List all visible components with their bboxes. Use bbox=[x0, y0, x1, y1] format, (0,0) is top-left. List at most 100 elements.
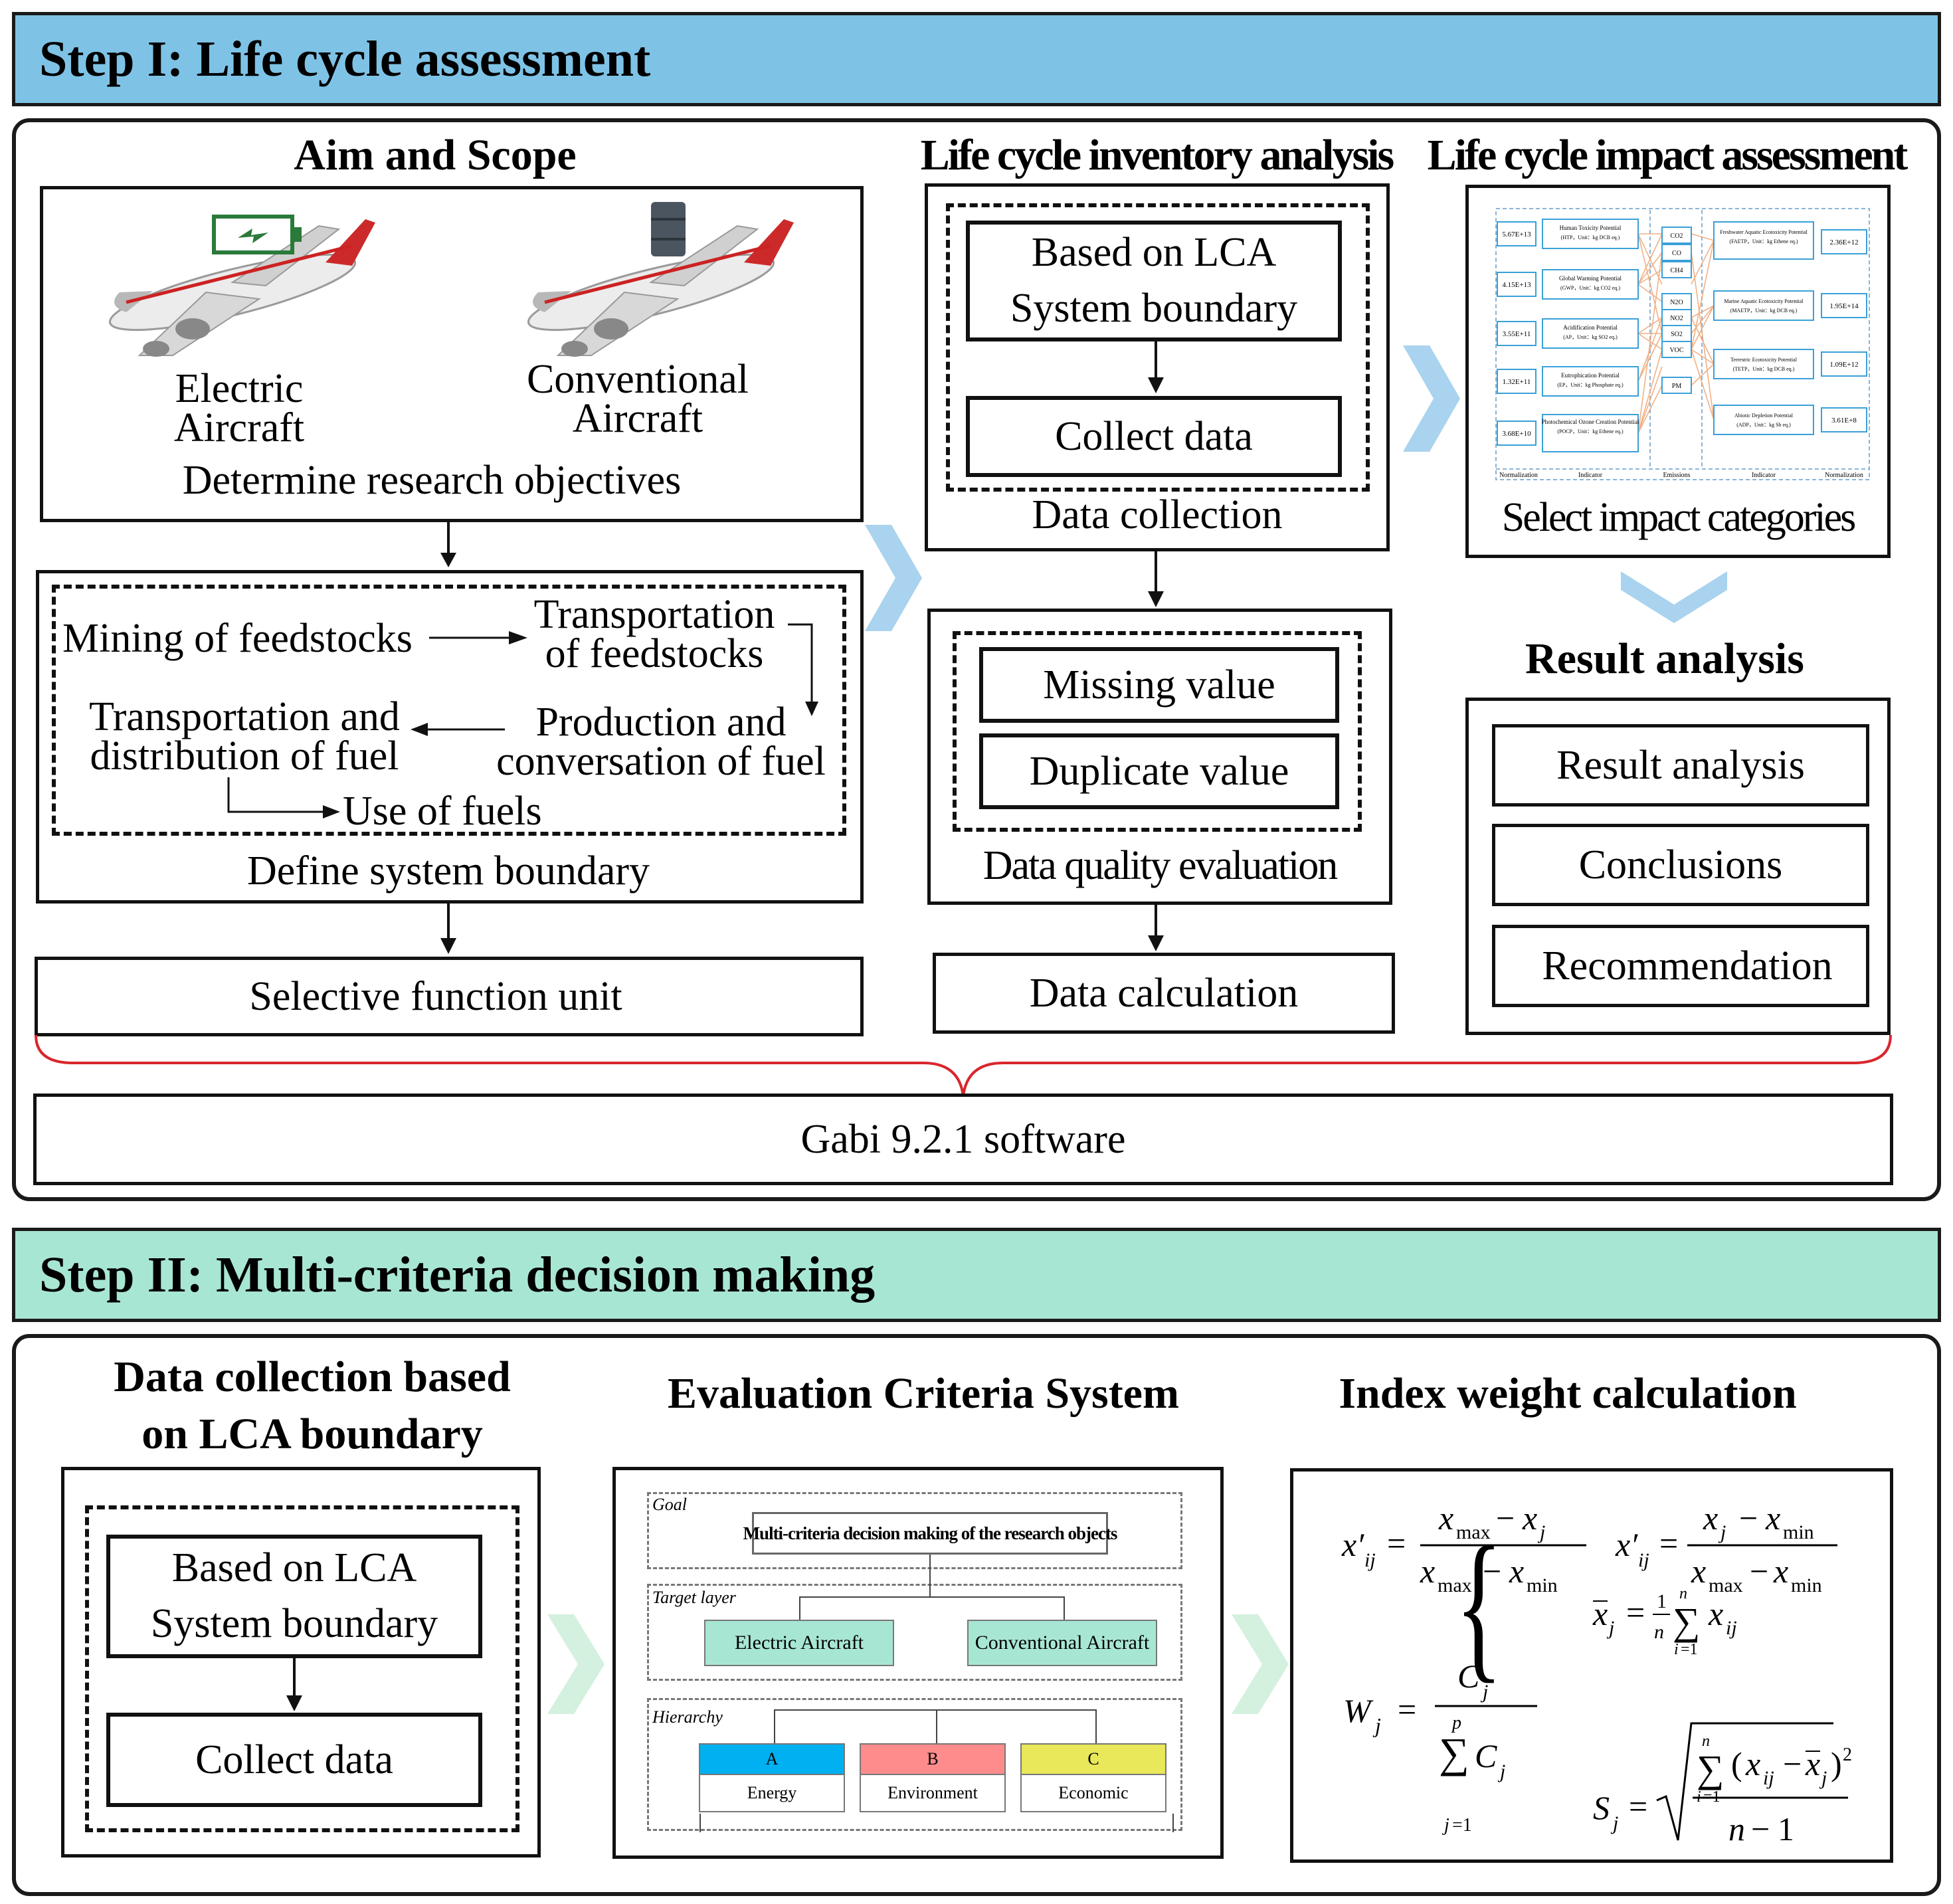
missing-value-label: Missing value bbox=[1043, 662, 1275, 708]
svg-text:n: n bbox=[1702, 1733, 1710, 1750]
target-electric-box: Electric Aircraft bbox=[704, 1620, 894, 1666]
impact-right-indicator-unit: (MAETP，Unit：kg DCB eq.) bbox=[1730, 308, 1798, 314]
process-flow-frame bbox=[52, 585, 846, 836]
impact-left-indicator: Human Toxicity Potential bbox=[1560, 225, 1622, 231]
step2-collect-data-label: Collect data bbox=[195, 1737, 393, 1782]
impact-title: Life cycle impact assessment bbox=[1427, 131, 1908, 179]
hierarchy-b-body: Environment bbox=[860, 1775, 1006, 1812]
svg-text:min: min bbox=[1791, 1574, 1822, 1596]
svg-text:i: i bbox=[1674, 1641, 1679, 1658]
impact-left-value: 1.32E+11 bbox=[1503, 378, 1531, 386]
svg-text:=1: =1 bbox=[1452, 1815, 1472, 1836]
target-label: Target layer bbox=[652, 1588, 736, 1607]
function-unit-label: Selective function unit bbox=[249, 974, 622, 1019]
svg-text:W: W bbox=[1343, 1692, 1374, 1729]
flow-arrows bbox=[227, 623, 818, 818]
step2-collection-title: Data collection based on LCA boundary bbox=[114, 1353, 511, 1458]
chevron-down-icon bbox=[1621, 571, 1727, 623]
svg-text:−: − bbox=[1750, 1553, 1768, 1590]
impact-left-indicator-unit: (AP，Unit：kg SO2 eq.) bbox=[1563, 334, 1618, 340]
missing-value-box: Missing value bbox=[979, 647, 1339, 723]
chevron-right-icon bbox=[1232, 1614, 1289, 1714]
svg-text:max: max bbox=[1438, 1574, 1472, 1596]
svg-text:max: max bbox=[1709, 1574, 1743, 1596]
step2-collect-data-box: Collect data bbox=[106, 1713, 482, 1807]
hierarchy-connectors bbox=[699, 1555, 1174, 1832]
impact-footer-label: Emissions bbox=[1663, 472, 1690, 479]
svg-text:j: j bbox=[1606, 1617, 1614, 1639]
svg-text:j: j bbox=[1537, 1521, 1545, 1543]
brace-icon bbox=[35, 1034, 1892, 1097]
step1-panel bbox=[12, 118, 1941, 1201]
svg-text:min: min bbox=[1527, 1574, 1558, 1596]
svg-text:∑: ∑ bbox=[1673, 1600, 1700, 1643]
svg-text:∑: ∑ bbox=[1697, 1747, 1724, 1790]
impact-left-indicator: Photochemical Ozone Creation Potential bbox=[1542, 419, 1639, 425]
hierarchy-b-name: Environment bbox=[887, 1783, 978, 1802]
svg-text:n: n bbox=[1679, 1585, 1687, 1602]
svg-text:2: 2 bbox=[1843, 1745, 1852, 1765]
step2-lca-boundary-label: Based on LCA System boundary bbox=[150, 1545, 438, 1646]
svg-text:): ) bbox=[1831, 1745, 1842, 1782]
svg-text:C: C bbox=[1457, 1658, 1480, 1695]
impact-footer-label: Indicator bbox=[1752, 472, 1776, 479]
lca-boundary-box: Based on LCA System boundary bbox=[966, 221, 1342, 341]
hierarchy-c-body: Economic bbox=[1020, 1775, 1166, 1812]
impact-footer-label: Indicator bbox=[1578, 472, 1603, 479]
boundary-caption: Define system boundary bbox=[246, 848, 650, 894]
svg-text:1: 1 bbox=[1778, 1810, 1794, 1848]
svg-text:−: − bbox=[1751, 1810, 1770, 1848]
svg-text:x: x bbox=[1805, 1745, 1820, 1782]
impact-right-indicator: Freshwater Aquatic Ecotoxicity Potential bbox=[1720, 229, 1808, 235]
svg-text:x: x bbox=[1703, 1499, 1718, 1537]
goal-text: Multi-criteria decision making of the re… bbox=[743, 1523, 1118, 1543]
data-calculation-label: Data calculation bbox=[1029, 971, 1299, 1016]
goal-box: Multi-criteria decision making of the re… bbox=[743, 1512, 1117, 1555]
inventory-title: Life cycle inventory analysis bbox=[920, 131, 1394, 179]
impact-left-indicator: Global Warming Potential bbox=[1559, 275, 1622, 282]
impact-left-indicator: Eutrophication Potential bbox=[1561, 372, 1620, 379]
impact-emission: VOC bbox=[1669, 347, 1683, 354]
chevron-right-icon bbox=[1403, 345, 1460, 452]
hierarchy-a-header: A bbox=[699, 1743, 845, 1775]
goal-frame bbox=[647, 1492, 1182, 1569]
impact-left-value: 4.15E+13 bbox=[1502, 281, 1531, 289]
svg-text:j: j bbox=[1819, 1767, 1827, 1789]
svg-text:x: x bbox=[1592, 1595, 1608, 1632]
function-unit-box: Selective function unit bbox=[35, 957, 864, 1036]
step1-title: Step I: Life cycle assessment bbox=[39, 31, 651, 87]
step2-collection-frame bbox=[85, 1505, 519, 1832]
impact-emission: CO2 bbox=[1671, 233, 1683, 240]
step2-header: Step II: Multi-criteria decision making bbox=[12, 1228, 1941, 1322]
barrel-icon bbox=[651, 202, 686, 256]
data-calculation-box: Data calculation bbox=[933, 953, 1395, 1034]
quality-caption: Data quality evaluation bbox=[982, 843, 1338, 888]
lca-boundary-label: Based on LCA System boundary bbox=[1010, 230, 1298, 331]
arrow-down-icon bbox=[440, 522, 456, 567]
mining-label: Mining of feedstocks bbox=[62, 616, 413, 661]
collect-data-box: Collect data bbox=[966, 396, 1342, 477]
impact-left-indicator: Acidification Potential bbox=[1563, 324, 1618, 331]
duplicate-value-label: Duplicate value bbox=[1029, 749, 1289, 794]
svg-text:ij: ij bbox=[1364, 1549, 1376, 1571]
svg-text:x: x bbox=[1773, 1553, 1788, 1590]
impact-right-indicator: Terrestric Ecotoxicity Potential bbox=[1730, 357, 1798, 363]
hierarchy-a-letter: A bbox=[765, 1749, 779, 1768]
impact-footer-label: Normalization bbox=[1825, 472, 1863, 479]
weights-title: Index weight calculation bbox=[1339, 1369, 1797, 1418]
svg-text:∑: ∑ bbox=[1439, 1729, 1469, 1776]
svg-text:j: j bbox=[1372, 1713, 1381, 1737]
svg-text:=: = bbox=[1659, 1525, 1678, 1562]
svg-text:ij: ij bbox=[1638, 1549, 1649, 1571]
impact-right-value: 1.95E+14 bbox=[1829, 302, 1859, 310]
hierarchy-a-body: Energy bbox=[699, 1775, 845, 1812]
svg-text:x′: x′ bbox=[1341, 1526, 1364, 1563]
hierarchy-a-name: Energy bbox=[747, 1783, 797, 1802]
result-analysis-box: Result analysis bbox=[1492, 724, 1869, 807]
software-box: Gabi 9.2.1 software bbox=[33, 1094, 1893, 1185]
criteria-title: Evaluation Criteria System bbox=[668, 1369, 1179, 1418]
svg-text:{: { bbox=[1455, 1513, 1503, 1697]
electric-aircraft-icon bbox=[108, 219, 375, 357]
result-title: Result analysis bbox=[1525, 634, 1804, 683]
